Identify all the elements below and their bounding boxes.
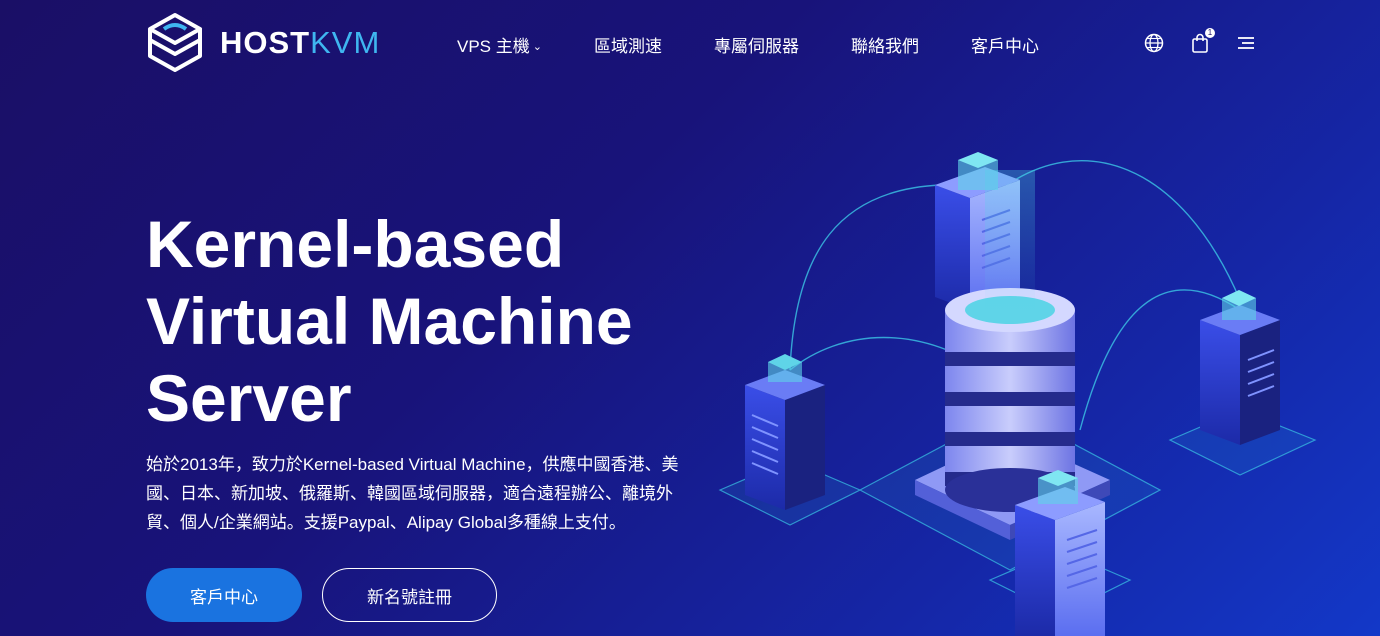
register-button[interactable]: 新名號註冊 [322,568,497,622]
nav-item-contact[interactable]: 聯絡我們 [850,37,919,56]
hero-title-line: Server [146,361,352,435]
main-menu: VPS 主機⌄ 區域測速 專屬伺服器 聯絡我們 客戶中心 [457,32,1091,57]
chevron-down-icon: ⌄ [532,41,542,53]
cart-count-badge: 1 [1205,28,1215,38]
logo-host: HOST [220,25,311,60]
nav-icons: 1 [1143,28,1281,54]
nav-item-label: VPS 主機 [457,37,530,56]
server-illustration [718,152,1317,636]
top-nav: HOSTKVM VPS 主機⌄ 區域測速 專屬伺服器 聯絡我們 客戶中心 [0,0,1380,86]
logo-text: HOSTKVM [220,25,380,61]
hero-title-line: Virtual Machine [146,284,633,358]
nav-item-client-area[interactable]: 客戶中心 [970,37,1039,56]
globe-icon[interactable] [1143,32,1165,54]
nav-item-dedicated[interactable]: 專屬伺服器 [713,37,799,56]
hero-description: 始於2013年，致力於Kernel-based Virtual Machine，… [146,455,679,532]
logo-cube-icon [148,13,202,72]
client-area-button[interactable]: 客戶中心 [146,568,302,622]
logo-kvm: KVM [310,25,381,60]
hero-title-line: Kernel-based [146,207,565,281]
nav-item-speedtest[interactable]: 區域測速 [593,37,662,56]
nav-item-vps[interactable]: VPS 主機⌄ [457,32,542,57]
hero-title: Kernel-based Virtual Machine Server [146,206,706,437]
shopping-bag-icon[interactable]: 1 [1189,28,1215,54]
menu-icon[interactable] [1235,32,1257,54]
logo[interactable]: HOSTKVM [146,12,380,74]
